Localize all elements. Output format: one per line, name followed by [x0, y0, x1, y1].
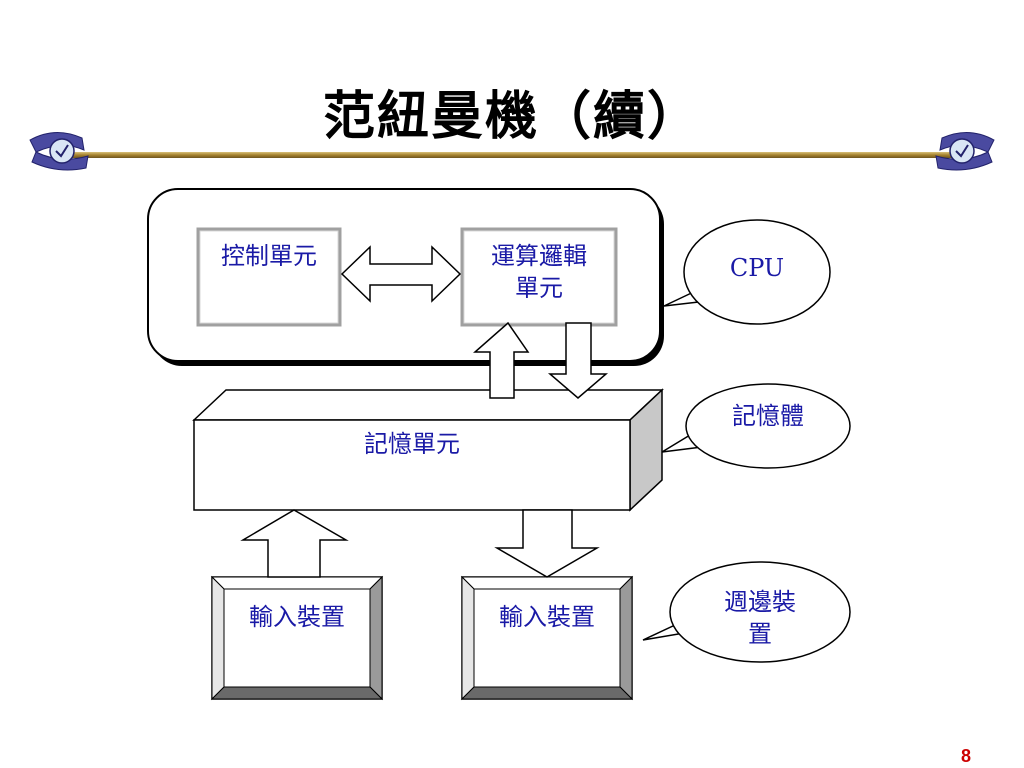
input-device-left-label: 輸入裝置 — [249, 603, 345, 631]
input-device-left-box: 輸入裝置 — [210, 575, 384, 701]
right-ornament-icon — [935, 132, 995, 171]
input-device-right-label: 輸入裝置 — [499, 603, 595, 631]
control-unit-label: 控制單元 — [221, 242, 317, 270]
callout-peripheral-label-line1: 週邊裝 — [724, 588, 796, 616]
left-ornament-icon — [29, 132, 89, 171]
callout-cpu-label: CPU — [730, 254, 784, 282]
memory-unit-box: 記憶單元 — [192, 388, 664, 512]
input-up-arrow-icon — [240, 509, 349, 578]
input-device-right-box: 輸入裝置 — [460, 575, 634, 701]
page-number: 8 — [961, 746, 971, 766]
title-rule — [62, 152, 962, 158]
control-unit-box: 控制單元 — [196, 227, 342, 327]
down-arrow-icon — [547, 322, 609, 399]
memory-unit-label: 記憶單元 — [364, 430, 460, 458]
callout-cpu: CPU — [663, 219, 831, 325]
slide-title: 范紐曼機（續） — [322, 86, 701, 147]
callout-memory-label: 記憶體 — [732, 402, 804, 430]
callout-peripheral: 週邊裝 置 — [642, 561, 851, 663]
alu-label-line2: 單元 — [515, 274, 563, 302]
alu-label-line1: 運算邏輯 — [491, 242, 587, 270]
output-down-arrow-icon — [494, 509, 600, 578]
alu-box: 運算邏輯 單元 — [460, 227, 618, 327]
callout-peripheral-label-line2: 置 — [748, 620, 772, 648]
bidirectional-arrow-icon — [340, 245, 462, 303]
callout-memory: 記憶體 — [661, 383, 851, 469]
up-arrow-icon — [473, 321, 530, 399]
